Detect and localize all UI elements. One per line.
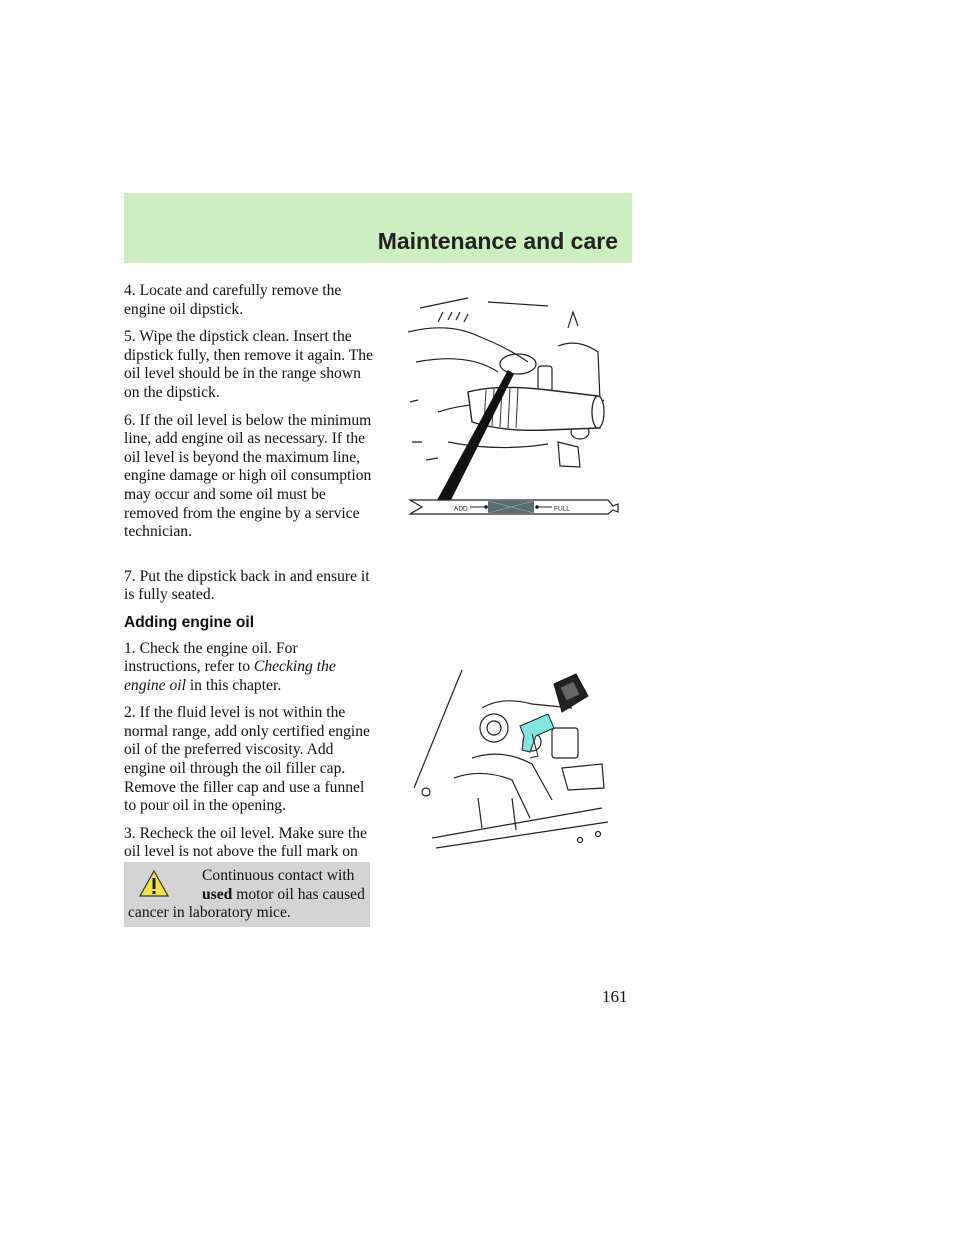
- dipstick-full-label: FULL: [554, 506, 570, 513]
- engine-dipstick-illustration: ADD FULL: [408, 297, 619, 515]
- warning-triangle-icon: [139, 870, 169, 897]
- oil-funnel-highlight: [519, 713, 555, 753]
- oil-filler-illustration: [413, 669, 609, 849]
- adding-step-2: 2. If the fluid level is not within the …: [124, 704, 370, 815]
- dipstick-gauge: ADD FULL: [408, 499, 619, 515]
- dipstick-add-label: ADD: [454, 506, 468, 513]
- step-7: 7. Put the dipstick back in and ensure i…: [124, 567, 370, 604]
- section-header-band: Maintenance and care: [124, 193, 632, 263]
- text-column: 4. Locate and carefully remove the engin…: [124, 282, 374, 890]
- step-6: 6. If the oil level is below the minimum…: [124, 411, 372, 541]
- dipstick-pointer: [436, 370, 514, 502]
- adding-step-3: 3. Recheck the oil level. Make sure the …: [124, 824, 367, 879]
- adding-oil-heading: Adding engine oil: [124, 613, 255, 631]
- page-number: 161: [602, 987, 628, 1006]
- section-title: Maintenance and care: [377, 228, 618, 254]
- engine-bay-lines-2: [413, 669, 609, 849]
- oil-bottle: [553, 673, 589, 713]
- warning-box: Continuous contact with used motor oil h…: [124, 862, 370, 927]
- step-5: 5. Wipe the dipstick clean. Insert the d…: [124, 328, 374, 401]
- step-4: 4. Locate and carefully remove the engin…: [124, 282, 342, 318]
- cross-reference-link[interactable]: Checking the engine oil: [124, 658, 336, 694]
- warning-text: Continuous contact with used motor oil h…: [128, 867, 365, 922]
- adding-step-1: 1. Check the engine oil. For instruction…: [124, 639, 336, 694]
